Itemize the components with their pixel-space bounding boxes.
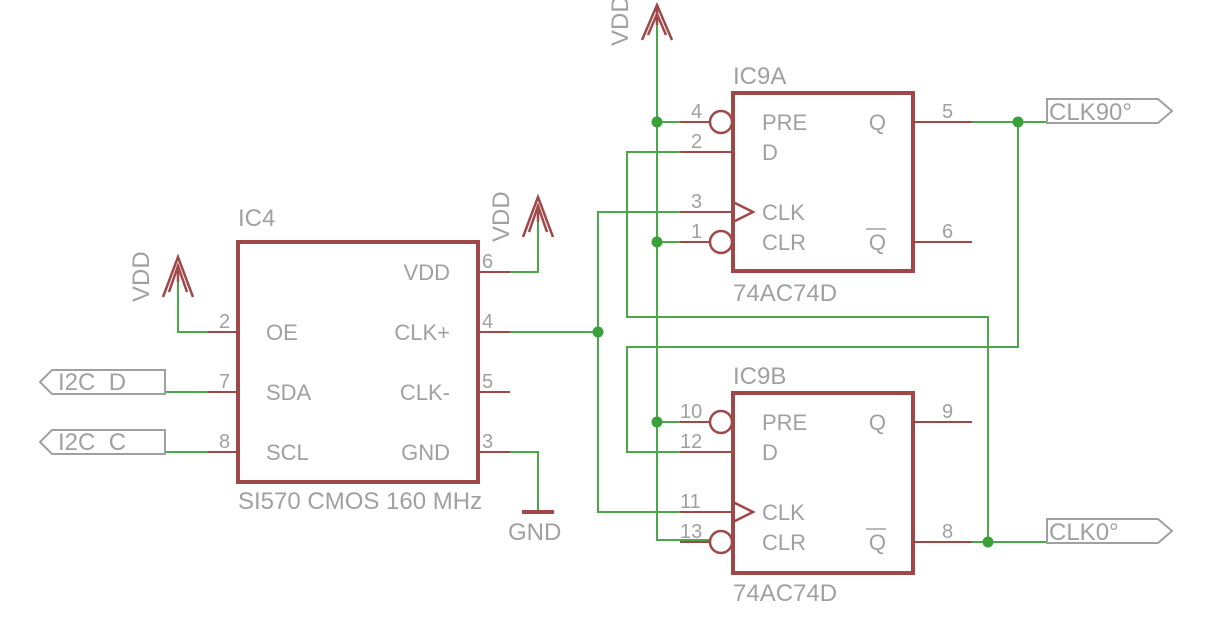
junction-dot: [651, 236, 663, 248]
junctions: [592, 116, 1024, 548]
ic4-pin-label-vdd: VDD: [404, 260, 450, 285]
ic9b-pin-label-clr: CLR: [762, 530, 806, 555]
ic9b-body[interactable]: [731, 391, 915, 575]
junction-dot: [651, 416, 663, 428]
ic9b-pin-label-d: D: [762, 440, 778, 465]
ic4-pin-num: 3: [482, 431, 493, 453]
vdd-label: VDD: [488, 191, 515, 242]
ic9b-pin-num: 13: [680, 521, 702, 543]
ic4-pin-label-scl: SCL: [266, 440, 309, 465]
ic4-pin-label-gnd: GND: [401, 440, 450, 465]
ic9b-pin-label-clk: CLK: [762, 500, 805, 525]
ic9a-pin-label-qbar: Q: [869, 230, 886, 255]
port-i2c-d[interactable]: I2C_D: [38, 369, 166, 396]
ic4-pin-label-sda: SDA: [266, 380, 312, 405]
port-label-i2c-c: I2C_C: [58, 429, 126, 456]
ic4-pin-num: 5: [482, 371, 493, 393]
wires: [165, 25, 1047, 543]
ic4-value: SI570 CMOS 160 MHz: [238, 488, 482, 515]
vdd-label: VDD: [128, 251, 155, 302]
ic4-ref: IC4: [238, 205, 275, 232]
ic9b-pin-label-pre: PRE: [762, 410, 807, 435]
ic4-pin-num: 2: [219, 311, 230, 333]
port-i2c-c[interactable]: I2C_C: [38, 429, 166, 456]
ic9a-pin-num: 6: [942, 221, 953, 243]
inversion-bubble: [708, 529, 734, 555]
ic9b-pin-num: 9: [942, 401, 953, 423]
ic4-pin-label-clkp: CLK+: [394, 320, 450, 345]
ic4[interactable]: IC4 SI570 CMOS 160 MHz 2 7 8 OE SDA SCL …: [208, 205, 510, 515]
junction-dot: [982, 536, 994, 548]
ic4-pin-num: 4: [482, 311, 493, 333]
ic9b-pin-label-q: Q: [869, 410, 886, 435]
port-clk0[interactable]: CLK0°: [1046, 518, 1174, 546]
ic9b-pin-num: 11: [680, 491, 701, 513]
port-label-clk0: CLK0°: [1049, 519, 1119, 546]
junction-dot: [592, 326, 604, 338]
ic9a-pin-num: 2: [691, 131, 702, 153]
ic9b-ref: IC9B: [733, 363, 786, 390]
clock-triangle-icon: [732, 500, 756, 524]
ic9a-ref: IC9A: [733, 63, 786, 90]
ic9a-value: 74AC74D: [733, 280, 837, 307]
port-clk90[interactable]: CLK90°: [1046, 98, 1174, 126]
ic9a-pin-label-d: D: [762, 140, 778, 165]
vdd-symbol-top: VDD: [607, 0, 674, 46]
ic9a-pin-label-q: Q: [869, 110, 886, 135]
ic9a-pin-num: 3: [691, 191, 702, 213]
ic4-pin-label-oe: OE: [266, 320, 298, 345]
ic4-pin-label-clkn: CLK-: [400, 380, 450, 405]
vdd-symbol-ic4-oe: VDD: [128, 251, 195, 302]
ic9a[interactable]: IC9A 74AC74D 4 2 3 1 PRE D CLK CLR 5 6 Q…: [680, 63, 972, 307]
ic9a-pin-label-clr: CLR: [762, 230, 806, 255]
port-flag[interactable]: [38, 369, 166, 395]
ic9b-pin-label-qbar: Q: [869, 530, 886, 555]
inversion-bubble: [708, 109, 734, 135]
ic9b-value: 74AC74D: [733, 580, 837, 607]
inversion-bubble: [708, 409, 734, 435]
gnd-label: GND: [508, 519, 561, 546]
junction-dot: [1012, 116, 1024, 128]
ic9a-body[interactable]: [731, 91, 915, 273]
ic9b-pin-num: 8: [942, 521, 953, 543]
ic9b[interactable]: IC9B 74AC74D 10 12 11 13 PRE D CLK CLR 9…: [680, 363, 972, 607]
vdd-arrow-icon: [161, 253, 195, 298]
gnd-symbol: GND: [508, 510, 561, 546]
ic4-pin-num: 8: [219, 431, 230, 453]
ic4-pin-num: 7: [219, 371, 230, 393]
ic4-pin-num: 6: [482, 251, 493, 273]
vdd-symbol-ic4-pin6: VDD: [488, 191, 555, 242]
ic9a-pin-label-pre: PRE: [762, 110, 807, 135]
clock-triangle-icon: [732, 200, 756, 224]
ic9b-pin-num: 10: [680, 401, 702, 423]
port-label-clk90: CLK90°: [1049, 99, 1132, 126]
vdd-label: VDD: [607, 0, 634, 46]
vdd-arrow-icon: [521, 193, 555, 238]
ic9a-pin-num: 4: [691, 101, 702, 123]
ic9a-pin-num: 5: [942, 101, 953, 123]
port-flag[interactable]: [38, 429, 166, 455]
ic9a-pin-label-clk: CLK: [762, 200, 805, 225]
ic9a-pin-num: 1: [691, 221, 702, 243]
ic4-body[interactable]: [236, 240, 480, 484]
ic9b-pin-num: 12: [680, 431, 702, 453]
port-label-i2c-d: I2C_D: [58, 369, 126, 396]
port-flag[interactable]: [1046, 98, 1174, 124]
port-flag[interactable]: [1046, 518, 1174, 544]
junction-dot: [651, 116, 663, 128]
inversion-bubble: [708, 229, 734, 255]
vdd-arrow-icon: [640, 1, 674, 41]
